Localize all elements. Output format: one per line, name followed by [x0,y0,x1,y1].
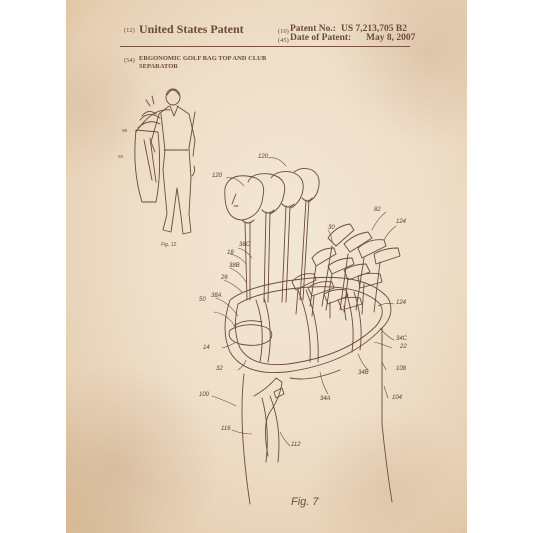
header-title: United States Patent [139,22,244,36]
patent-sheet: (12) United States Patent (10) Patent No… [66,0,467,533]
ref-104: 104 [392,395,403,401]
ref-34a: 34A [320,396,331,402]
ref-30: 30 [328,225,335,231]
header-code-12: (12) [124,27,135,34]
ref-124-right: 124 [396,300,407,306]
invention-title: ERGONOMIC GOLF BAG TOP AND CLUB SEPARATO… [139,55,267,70]
ref-38a: 38A [211,293,222,299]
patent-date: May 8, 2007 [366,33,416,43]
figure-12-caption: Fig. 12 [161,242,177,248]
patent-number-label: Patent No.: [290,24,336,34]
ref-14: 14 [203,345,210,351]
figure-7-caption: Fig. 7 [291,496,319,508]
header-code-10: (10) [278,28,289,35]
patent-date-label: Date of Patent: [290,33,352,43]
svg-text:94: 94 [118,154,124,159]
ref-120-left: 120 [212,173,223,179]
invention-code-54: (54) [124,57,135,64]
ref-34b: 34B [358,370,369,376]
svg-text:96: 96 [122,128,128,133]
patent-drawing: 96 94 [118,88,401,505]
golfer-figure [134,88,196,235]
ref-108: 108 [396,366,407,372]
ref-38c: 38C [239,242,251,248]
ref-32: 32 [216,366,223,372]
ref-38b: 38B [229,263,240,269]
header-code-45: (45) [278,37,289,44]
ref-112: 112 [291,442,301,448]
patent-number: US 7,213,705 B2 [341,24,407,34]
ref-34c: 34C [396,336,408,342]
golf-bag-figure [224,167,401,505]
ref-26: 26 [221,275,228,281]
ref-82: 82 [374,207,381,213]
ref-124-top: 124 [396,219,407,225]
leader-lines [211,157,397,447]
ref-50: 50 [199,297,206,303]
ref-22: 22 [400,344,407,350]
header-divider [120,46,410,47]
ref-120-top: 120 [258,154,269,160]
ref-18: 18 [227,250,234,256]
ref-116: 116 [221,426,231,432]
ref-100: 100 [199,392,210,398]
